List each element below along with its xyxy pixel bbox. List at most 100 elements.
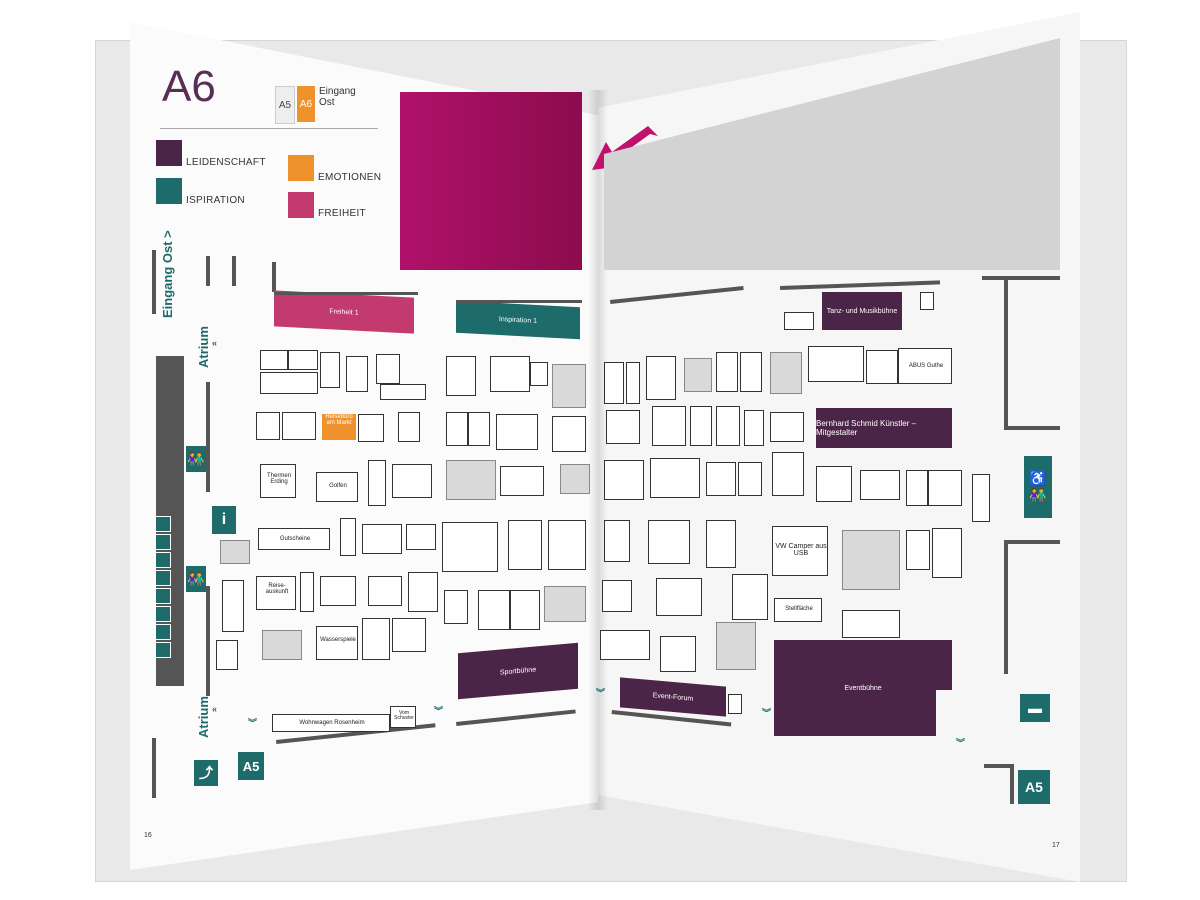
booth[interactable]: Gutscheine: [258, 528, 330, 550]
booth[interactable]: [478, 590, 510, 630]
booth[interactable]: Reise- auskunft: [256, 576, 296, 610]
booth[interactable]: [716, 352, 738, 392]
booth[interactable]: [648, 520, 690, 564]
booth[interactable]: [530, 362, 548, 386]
booth[interactable]: [392, 618, 426, 652]
booth[interactable]: [510, 590, 540, 630]
booth[interactable]: [256, 412, 280, 440]
booth[interactable]: [816, 466, 852, 502]
booth-grey[interactable]: [544, 586, 586, 622]
booth[interactable]: [320, 352, 340, 388]
booth[interactable]: [368, 460, 386, 506]
booth[interactable]: [626, 362, 640, 404]
hall-a5-link-left[interactable]: A5: [238, 752, 264, 780]
booth[interactable]: [260, 372, 318, 394]
booth[interactable]: [500, 466, 544, 496]
booth-grey[interactable]: [552, 364, 586, 408]
booth[interactable]: [652, 406, 686, 446]
booth-grey[interactable]: [446, 460, 496, 500]
booth[interactable]: [446, 412, 468, 446]
hall-a5-link-right[interactable]: A5: [1018, 770, 1050, 804]
booth[interactable]: [860, 470, 900, 500]
booth[interactable]: [744, 410, 764, 446]
booth[interactable]: [690, 406, 712, 446]
booth[interactable]: [406, 524, 436, 550]
booth[interactable]: [362, 618, 390, 660]
booth[interactable]: [222, 580, 244, 632]
booth[interactable]: Golfen: [316, 472, 358, 502]
booth[interactable]: [604, 520, 630, 562]
booth[interactable]: [706, 462, 736, 496]
booth[interactable]: [288, 350, 318, 370]
booth[interactable]: [656, 578, 702, 616]
booth-abus[interactable]: ABUS Guthe: [898, 348, 952, 384]
booth[interactable]: [738, 462, 762, 496]
booth[interactable]: [380, 384, 426, 400]
booth[interactable]: [728, 694, 742, 714]
booth-grey[interactable]: [684, 358, 712, 392]
booth-grey[interactable]: [716, 622, 756, 670]
booth[interactable]: [446, 356, 476, 396]
booth-vom-schuster[interactable]: Vom Schuster: [390, 706, 416, 728]
booth[interactable]: [282, 412, 316, 440]
booth[interactable]: [442, 522, 498, 572]
booth[interactable]: [972, 474, 990, 522]
booth[interactable]: [490, 356, 530, 392]
booth-stefan[interactable]: Wohnwagen Rosenheim: [272, 714, 390, 732]
booth-grey[interactable]: [770, 352, 802, 394]
booth[interactable]: [706, 520, 736, 568]
booth[interactable]: [646, 356, 676, 400]
booth[interactable]: [260, 350, 288, 370]
hall-a6-tab[interactable]: A6: [297, 86, 315, 122]
booth[interactable]: [392, 464, 432, 498]
booth[interactable]: [928, 470, 962, 506]
booth[interactable]: [552, 416, 586, 452]
booth-grey[interactable]: [560, 464, 590, 494]
booth[interactable]: [340, 518, 356, 556]
booth[interactable]: [770, 412, 804, 442]
booth[interactable]: [468, 412, 490, 446]
info-icon[interactable]: i: [212, 506, 236, 534]
booth[interactable]: [932, 528, 962, 578]
booth[interactable]: [508, 520, 542, 570]
booth[interactable]: [548, 520, 586, 570]
booth[interactable]: [784, 312, 814, 330]
booth[interactable]: [216, 640, 238, 670]
booth[interactable]: [866, 350, 898, 384]
booth[interactable]: [444, 590, 468, 624]
booth-grey[interactable]: [220, 540, 250, 564]
hall-a5-tab[interactable]: A5: [275, 86, 295, 124]
booth[interactable]: [604, 460, 644, 500]
booth-thermen[interactable]: Thermen Erding: [260, 464, 296, 498]
booth[interactable]: [376, 354, 400, 384]
booth[interactable]: [906, 470, 928, 506]
hall-selector[interactable]: A5 A6 Eingang Ost: [275, 80, 375, 124]
booth[interactable]: [602, 580, 632, 612]
booth[interactable]: [842, 610, 900, 638]
booth-orange[interactable]: Reisebüro am Markt: [322, 414, 356, 440]
booth[interactable]: [362, 524, 402, 554]
booth-stellflaeche[interactable]: Stellfläche: [774, 598, 822, 622]
booth[interactable]: [320, 576, 356, 606]
booth[interactable]: [346, 356, 368, 392]
booth[interactable]: [808, 346, 864, 382]
booth[interactable]: [716, 406, 740, 446]
booth[interactable]: [650, 458, 700, 498]
booth[interactable]: [398, 412, 420, 442]
booth[interactable]: [660, 636, 696, 672]
booth[interactable]: [740, 352, 762, 392]
booth[interactable]: [906, 530, 930, 570]
booth[interactable]: [368, 576, 402, 606]
booth-grey[interactable]: [262, 630, 302, 660]
booth[interactable]: [732, 574, 768, 620]
booth[interactable]: [600, 630, 650, 660]
booth[interactable]: [358, 414, 384, 442]
booth[interactable]: [606, 410, 640, 444]
booth-vw[interactable]: VW Camper aus USB: [772, 526, 828, 576]
booth-grey[interactable]: [842, 530, 900, 590]
booth[interactable]: [300, 572, 314, 612]
booth[interactable]: [772, 452, 804, 496]
booth[interactable]: [408, 572, 438, 612]
booth[interactable]: Wasserspiele: [316, 626, 358, 660]
booth[interactable]: [604, 362, 624, 404]
